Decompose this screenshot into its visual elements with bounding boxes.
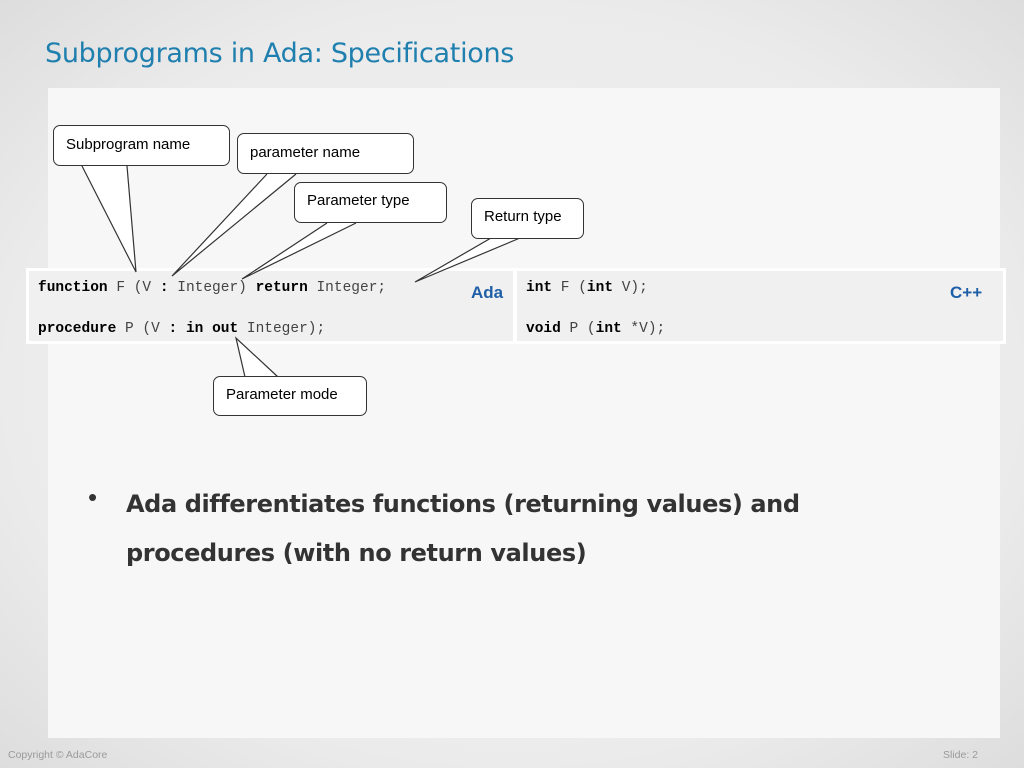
subprogram-name-callout: Subprogram name <box>53 125 230 166</box>
cpp-procedure-spec: void P (int *V); <box>526 321 666 337</box>
cpp-code-cell: int F (int V); void P (int *V); C++ <box>517 271 1003 341</box>
bullet-marker: • <box>88 482 98 512</box>
cpp-function-spec: int F (int V); <box>526 280 648 296</box>
parameter-type-callout-text: Parameter type <box>307 192 410 209</box>
subprogram-name-callout-text: Subprogram name <box>66 136 191 153</box>
parameter-name-callout: parameter name <box>237 133 414 174</box>
return-type-callout: Return type <box>471 198 584 239</box>
return-type-callout-text: Return type <box>484 208 562 225</box>
parameter-mode-callout-text: Parameter mode <box>226 386 338 403</box>
code-comparison-table: function F (V : Integer) return Integer;… <box>26 268 1006 344</box>
cpp-language-label: C++ <box>950 283 983 302</box>
slide-number: Slide: 2 <box>942 749 978 761</box>
ada-procedure-spec: procedure P (V : in out Integer); <box>38 321 326 337</box>
ada-function-spec: function F (V : Integer) return Integer; <box>38 280 387 296</box>
copyright-footer: Copyright © AdaCore <box>8 749 108 761</box>
ada-language-label: Ada <box>471 283 504 302</box>
slide-title: Subprograms in Ada: Specifications <box>45 38 515 69</box>
parameter-type-callout: Parameter type <box>294 182 447 223</box>
bullet-text: Ada differentiates functions (returning … <box>126 490 800 567</box>
content-panel <box>48 88 1000 738</box>
parameter-mode-callout: Parameter mode <box>213 376 367 416</box>
ada-code-cell: function F (V : Integer) return Integer;… <box>29 271 513 341</box>
parameter-name-callout-text: parameter name <box>250 144 361 161</box>
